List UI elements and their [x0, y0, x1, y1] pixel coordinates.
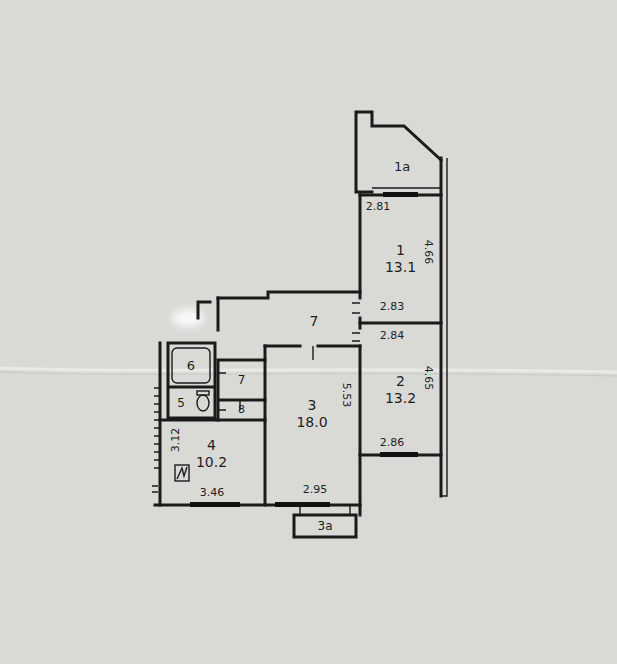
- toilet-symbol: [197, 395, 209, 411]
- bathtub: [172, 348, 210, 383]
- dimension-label: 2.83: [380, 301, 405, 313]
- room-area-value: 18.0: [296, 414, 327, 431]
- dimension-label: 2.95: [303, 484, 328, 496]
- room-area: 5: [170, 390, 192, 416]
- room-area-value: 13.2: [385, 390, 416, 407]
- room-number: 5: [177, 396, 185, 410]
- dimension-label: 2.84: [380, 330, 405, 342]
- room-number: 3: [308, 397, 317, 414]
- room-number: 1а: [394, 159, 410, 175]
- room-area: 1а: [376, 150, 428, 184]
- paper-crease: [0, 368, 617, 372]
- stove-symbol: [177, 467, 187, 479]
- balcony-slab: [372, 187, 441, 188]
- paper-crease: [0, 372, 617, 376]
- room-area-value: 10.2: [196, 454, 227, 471]
- door-mark: [312, 346, 313, 360]
- dimension-label: 4.65: [422, 366, 434, 391]
- room-number: 2: [396, 373, 405, 390]
- outer-wall: [159, 343, 162, 505]
- wall: [218, 360, 265, 420]
- dimension-label: 5.53: [340, 383, 352, 408]
- room-number: 4: [207, 437, 216, 454]
- window: [380, 452, 418, 457]
- dimension-label: 3.46: [200, 487, 225, 499]
- room-number: 8: [238, 403, 245, 416]
- outer-wall-line: [441, 158, 447, 496]
- toilet-tank: [197, 391, 209, 395]
- room-number: 7: [238, 373, 246, 387]
- wall: [198, 298, 218, 330]
- room-number: 6: [187, 358, 195, 374]
- wall: [168, 343, 215, 418]
- window: [383, 192, 418, 197]
- wall: [218, 292, 360, 298]
- room-number: 1: [396, 242, 405, 259]
- wall-mark: [152, 486, 158, 492]
- window: [275, 502, 330, 507]
- wall: [360, 322, 441, 325]
- room-area: 8: [220, 402, 263, 418]
- room-number: 3а: [318, 519, 333, 533]
- room-area: 318.0: [268, 349, 356, 479]
- hatch-marks: [154, 388, 160, 468]
- room-area: 3а: [296, 517, 354, 535]
- wall: [160, 419, 265, 422]
- dimension-label: 3.12: [170, 428, 182, 453]
- balcony-wall: [294, 515, 356, 537]
- room-area: 7: [220, 362, 263, 398]
- door-mark: [352, 303, 360, 341]
- balcony-wall: [356, 112, 441, 192]
- room-area: 6: [173, 349, 209, 382]
- dimension-label: 2.81: [366, 201, 391, 213]
- room-area-value: 13.1: [385, 259, 416, 276]
- door-mark: [218, 373, 240, 410]
- wall: [264, 346, 267, 505]
- room-number: 7: [310, 313, 319, 330]
- dimension-label: 4.66: [422, 240, 434, 265]
- dimension-label: 2.86: [380, 437, 405, 449]
- wall: [359, 195, 362, 515]
- stove-symbol: [175, 465, 189, 481]
- outer-wall: [440, 158, 443, 496]
- window: [190, 502, 240, 507]
- room-area: 7: [272, 300, 356, 342]
